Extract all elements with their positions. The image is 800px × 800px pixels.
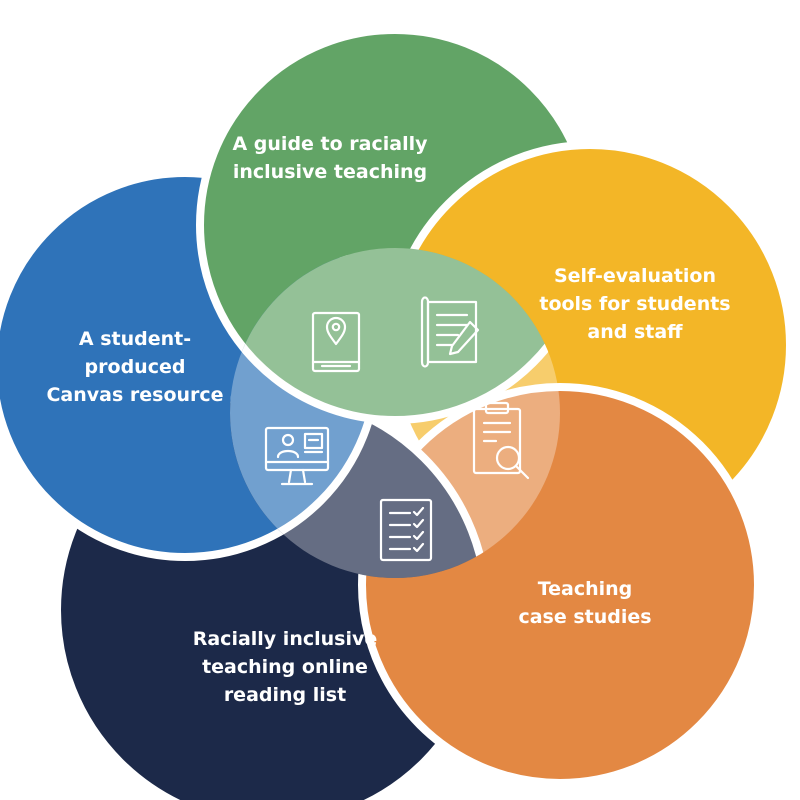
label-navy: Racially inclusive teaching online readi… (192, 628, 378, 706)
checklist-icon (379, 498, 433, 562)
petal-green-front (230, 248, 560, 424)
clipboard-magnifier-icon (472, 401, 530, 480)
map-book-icon (311, 311, 361, 373)
petal-orange-group (358, 383, 762, 787)
label-green: A guide to racially inclusive teaching (232, 133, 428, 183)
label-blue: A student- produced Canvas resource (46, 328, 224, 406)
petal-orange (358, 383, 762, 787)
notepad-pencil-icon (420, 296, 480, 368)
computer-user-icon (264, 426, 330, 486)
label-orange: Teaching case studies (518, 578, 652, 628)
label-yellow: Self-evaluation tools for students and s… (539, 265, 731, 343)
center-overlay (230, 248, 560, 578)
